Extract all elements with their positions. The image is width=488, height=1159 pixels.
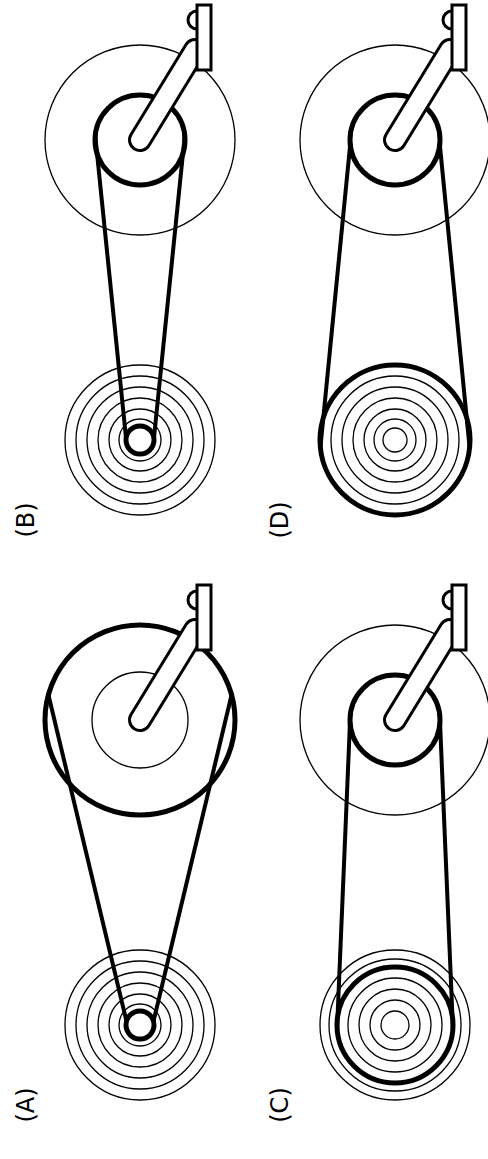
wheel-outer xyxy=(45,45,235,235)
wheel-outer xyxy=(300,45,488,235)
panel-label: (D) xyxy=(268,501,292,538)
panel-label: (C) xyxy=(268,1087,292,1122)
belt xyxy=(337,722,453,1028)
drive-pulley xyxy=(45,625,235,815)
belt xyxy=(48,695,231,1022)
spool-rings xyxy=(331,376,459,504)
panel-label: (B) xyxy=(14,502,38,537)
panel-label: (A) xyxy=(14,1087,38,1122)
crank-handle xyxy=(188,5,466,650)
driven-pulley xyxy=(126,426,154,454)
driven-pulley xyxy=(126,1011,154,1039)
belt xyxy=(320,145,469,448)
driven-pulley xyxy=(337,967,453,1083)
spool-rings xyxy=(65,365,215,515)
spool-rings xyxy=(65,950,215,1100)
spool-rings xyxy=(320,950,470,1100)
wheel-outer xyxy=(300,625,488,815)
belt xyxy=(95,135,185,438)
crank-arm xyxy=(140,50,450,720)
driven-pulley xyxy=(320,365,470,515)
